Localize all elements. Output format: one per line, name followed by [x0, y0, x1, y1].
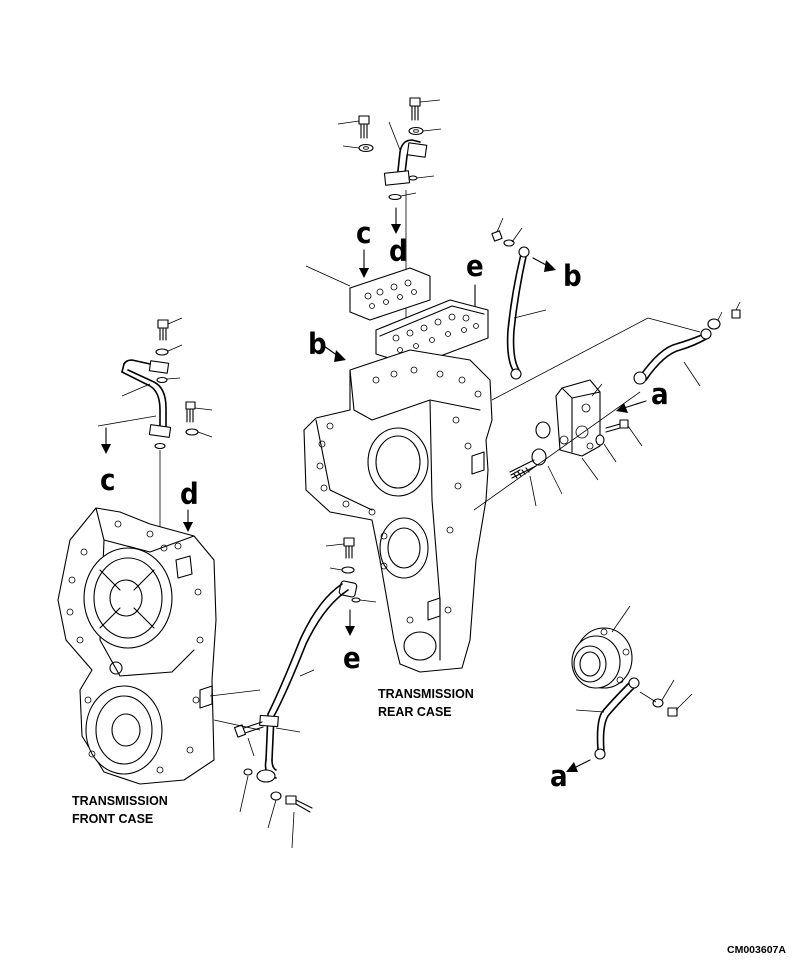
bottom-bolt	[285, 795, 313, 849]
label-e-mid: e	[343, 641, 361, 675]
flange-bolt	[605, 419, 643, 447]
o-ring-top	[388, 193, 402, 201]
bolt-top-right	[409, 97, 441, 121]
bearing-cage-assembly	[571, 605, 693, 760]
label-a-right-group: a	[616, 377, 669, 413]
label-a-bottom: a	[550, 759, 568, 793]
label-d-left: d	[180, 477, 199, 511]
top-pipe-assembly	[337, 97, 442, 320]
caption-front-case-2: FRONT CASE	[72, 812, 153, 826]
flange-block	[509, 379, 643, 507]
transmission-rear-case	[303, 349, 493, 673]
label-b-top: b	[563, 259, 582, 293]
caption-rear-case-1: TRANSMISSION	[378, 687, 474, 701]
front-case-bore	[83, 547, 173, 649]
label-b-left-group: b	[308, 327, 346, 362]
drawing-code: CM003607A	[727, 944, 786, 956]
pipe-e-long	[209, 537, 377, 849]
front-pipe-assembly	[97, 317, 213, 530]
label-b-left: b	[308, 327, 327, 361]
bolt-top-left	[337, 115, 370, 139]
label-d-top: d	[389, 234, 408, 268]
caption-rear-case-2: REAR CASE	[378, 705, 452, 719]
label-c-top: c	[356, 216, 371, 250]
washer-top-right	[408, 126, 424, 136]
label-c-left: c	[100, 463, 115, 497]
label-e-mid-group: e	[343, 609, 361, 675]
rear-case-bore	[367, 427, 429, 497]
valve-body	[305, 265, 489, 367]
pipe-a-right	[473, 301, 741, 511]
label-e-top: e	[466, 249, 484, 283]
front-case-bolt	[233, 721, 264, 757]
pipe-b	[491, 217, 547, 380]
ref-arrows-left: c d	[100, 427, 199, 532]
washer-top-left	[358, 143, 374, 153]
o-ring-flange	[535, 421, 551, 439]
label-a-bottom-group: a	[550, 759, 591, 793]
strainer-cap	[531, 448, 547, 466]
transmission-front-case	[57, 507, 217, 785]
elbow-pipe	[396, 139, 421, 181]
caption-front-case-1: TRANSMISSION	[72, 794, 168, 808]
label-a-right: a	[651, 377, 669, 411]
